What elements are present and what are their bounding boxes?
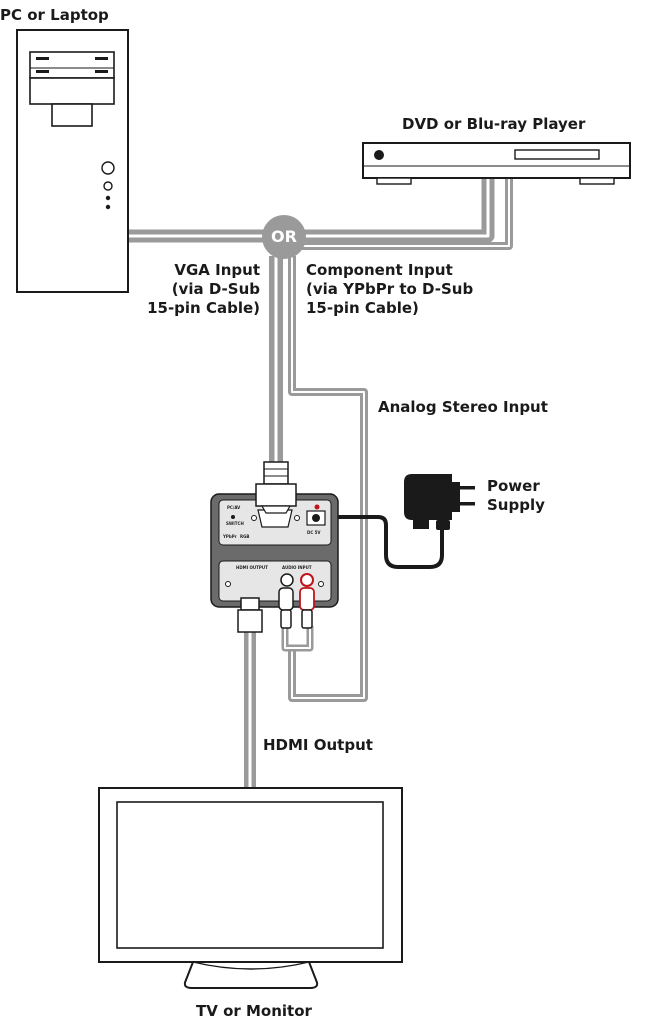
dvd-label: DVD or Blu-ray Player — [402, 115, 586, 133]
or-badge — [262, 215, 306, 259]
hdmi-plug — [237, 597, 263, 633]
rca-plugs — [278, 587, 315, 629]
power-adapter — [404, 474, 475, 530]
device-label-switch: SWITCH — [226, 521, 244, 526]
pc-tower — [16, 29, 129, 293]
dvd-audio-cable — [300, 178, 513, 250]
vga-input-line-3: 15-pin Cable) — [147, 299, 260, 317]
pc-label: PC or Laptop — [0, 6, 109, 24]
dvd-player — [362, 142, 631, 185]
component-input-label: Component Input (via YPbPr to D-Sub 15-p… — [306, 261, 473, 318]
analog-stereo-label: Analog Stereo Input — [378, 398, 548, 416]
power-supply-line-2: Supply — [487, 496, 545, 514]
device-label-pcav: PC/AV — [227, 505, 241, 510]
power-supply-line-1: Power — [487, 477, 540, 495]
device-label-hdmi-output: HDMI OUTPUT — [236, 565, 268, 570]
component-input-line-2: (via YPbPr to D-Sub — [306, 280, 474, 298]
vga-input-line-1: VGA Input — [174, 261, 260, 279]
tv-label: TV or Monitor — [196, 1002, 312, 1020]
tv-monitor — [98, 787, 403, 989]
device-label-ypbpr: YPbPr — [222, 534, 237, 539]
device-label-audio-input: AUDIO INPUT — [282, 565, 312, 570]
or-badge-label: OR — [271, 227, 297, 246]
power-cable — [338, 515, 444, 569]
vga-input-label: VGA Input (via D-Sub 15-pin Cable) — [130, 261, 260, 318]
device-label-dc: DC 5V — [307, 530, 321, 535]
dvd-cable — [300, 178, 495, 243]
vga-plug — [255, 461, 297, 514]
cables — [128, 178, 513, 788]
component-input-line-3: 15-pin Cable) — [306, 299, 419, 317]
vga-input-line-2: (via D-Sub — [171, 280, 260, 298]
device-label-rgb: RGB — [240, 534, 249, 539]
power-supply-label: Power Supply — [487, 477, 545, 515]
power-led — [314, 504, 320, 510]
analog-stereo-cable — [281, 256, 368, 702]
hdmi-output-label: HDMI Output — [263, 736, 373, 754]
switch-button — [231, 515, 235, 519]
component-input-line-1: Component Input — [306, 261, 453, 279]
